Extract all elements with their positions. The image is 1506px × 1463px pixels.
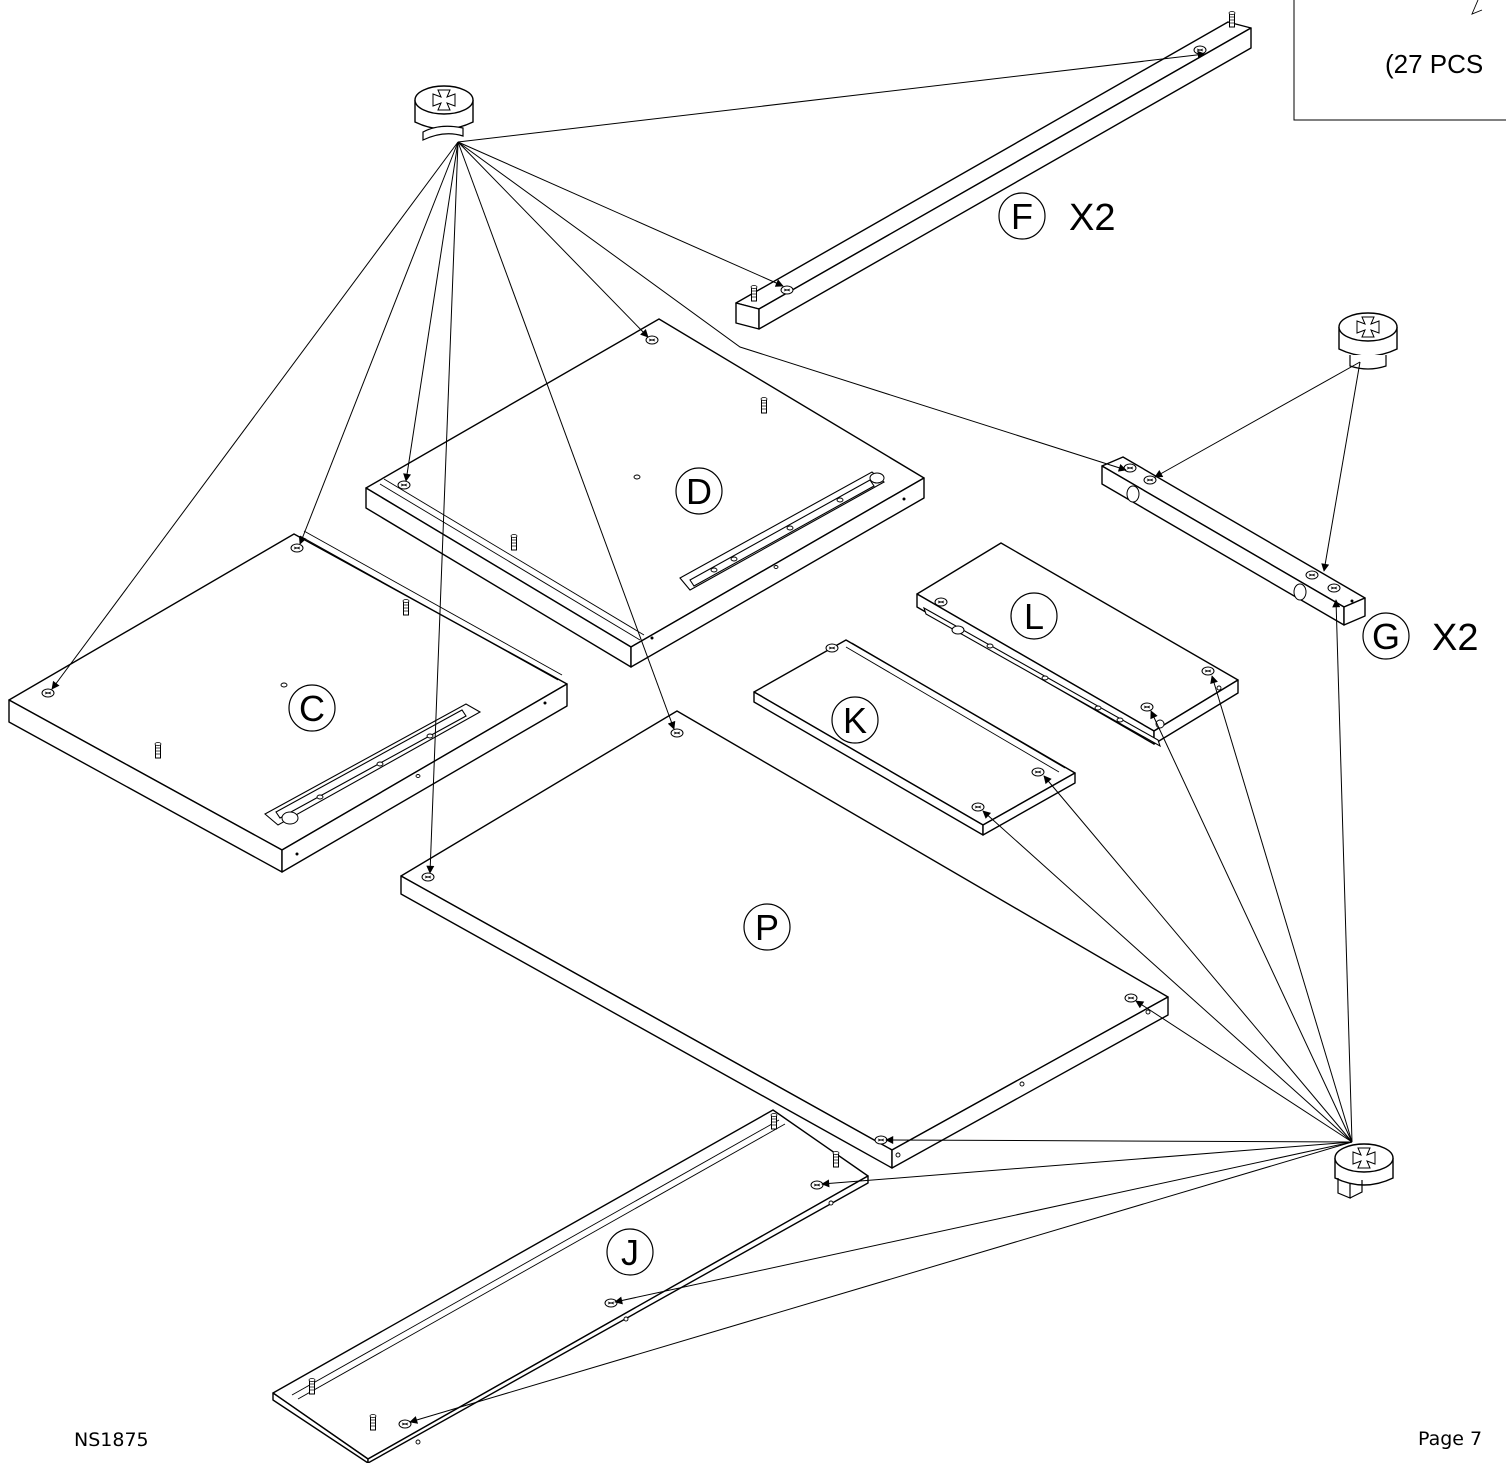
assembly-arrows-bottom <box>409 599 1353 1424</box>
panel-l <box>916 542 1239 748</box>
panel-g <box>1101 456 1366 626</box>
panel-k <box>753 639 1076 836</box>
svg-text:C: C <box>299 688 325 729</box>
part-label-j: J <box>606 1228 654 1276</box>
part-label-p: P <box>743 903 791 951</box>
svg-text:D: D <box>686 471 712 512</box>
assembly-arrows-right <box>1154 361 1361 572</box>
page-number: Page 7 <box>1418 1428 1482 1450</box>
svg-text:F: F <box>1011 196 1033 237</box>
part-label-l: L <box>1010 592 1058 640</box>
panel-d <box>365 318 925 668</box>
part-label-k: K <box>831 696 879 744</box>
model-number: NS1875 <box>74 1429 149 1451</box>
panel-j <box>272 1109 869 1463</box>
cam-lock-icon <box>1334 1143 1394 1199</box>
part-label-c: C <box>288 684 336 732</box>
cam-lock-icon <box>1338 312 1398 370</box>
svg-text:L: L <box>1024 596 1044 637</box>
quantity-g: X2 <box>1432 617 1478 659</box>
assembly-arrows-top <box>51 50 1206 874</box>
part-label-d: D <box>675 467 723 515</box>
cam-lock-icon <box>414 85 474 141</box>
part-label-g: G X2 <box>1362 612 1478 660</box>
svg-text:K: K <box>843 700 867 741</box>
svg-text:P: P <box>755 907 779 948</box>
hardware-count-text: (27 PCS <box>1385 49 1483 79</box>
panel-f <box>735 11 1252 330</box>
hardware-box: (27 PCS <box>1293 0 1506 121</box>
quantity-f: X2 <box>1069 197 1115 239</box>
svg-text:J: J <box>621 1232 639 1273</box>
panel-c <box>8 530 568 873</box>
part-label-f: F X2 <box>998 192 1115 240</box>
svg-text:G: G <box>1372 616 1400 657</box>
